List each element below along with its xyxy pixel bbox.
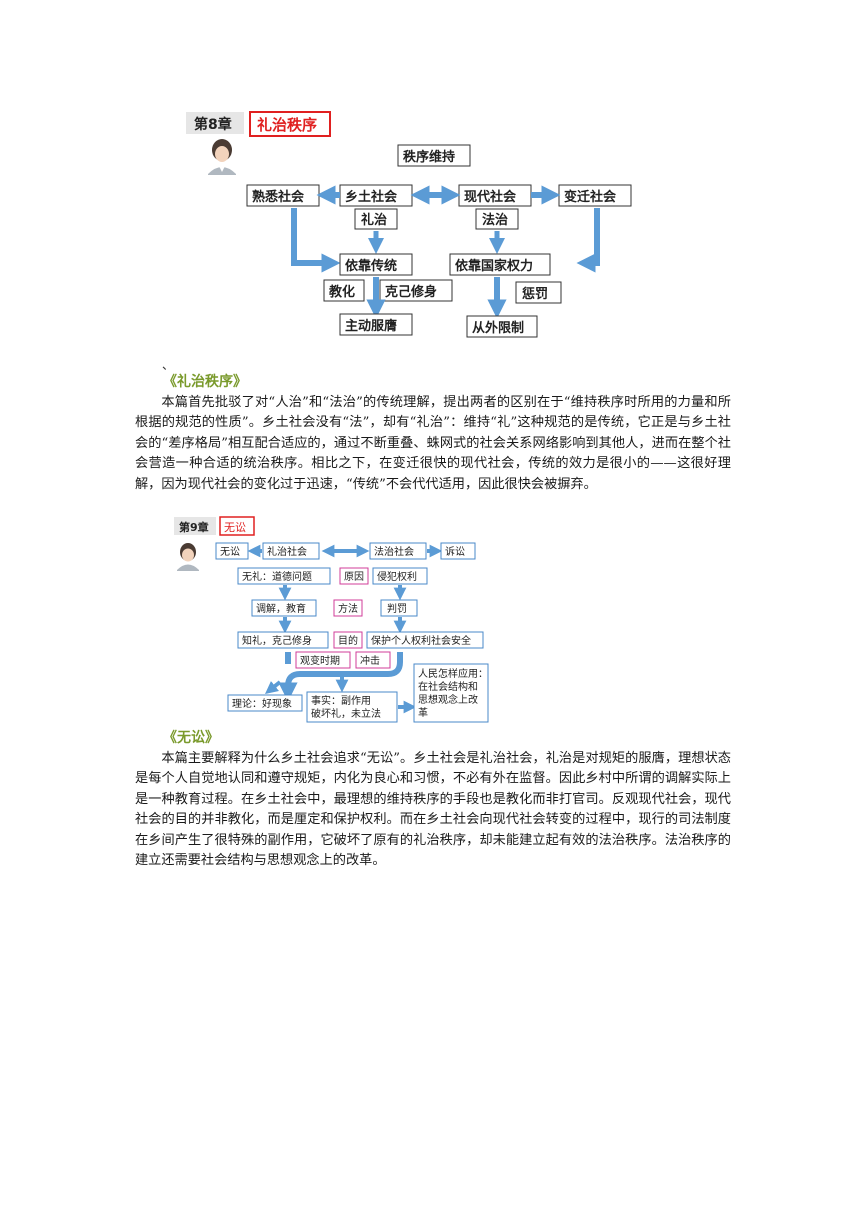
- svg-text:冲击: 冲击: [360, 654, 380, 667]
- svg-text:知礼，克己修身: 知礼，克己修身: [242, 634, 312, 647]
- svg-text:无讼: 无讼: [220, 546, 240, 558]
- label-purpose: 目的: [333, 631, 363, 649]
- node-sentence: 判罚: [380, 599, 418, 617]
- svg-text:理论：好现象: 理论：好现象: [232, 697, 292, 710]
- ch9-title-label: 无讼: [219, 516, 255, 536]
- node-self-cultivate: 克己修身: [379, 279, 453, 302]
- svg-text:观变时期: 观变时期: [300, 654, 340, 667]
- node-obey: 主动服膺: [339, 313, 413, 336]
- section9-body: 本篇主要解释为什么乡土社会追求“无讼”。乡土社会是礼治社会，礼治是对规矩的服膺，…: [135, 751, 731, 869]
- svg-text:在社会结构和: 在社会结构和: [418, 680, 478, 693]
- svg-text:礼治社会: 礼治社会: [267, 545, 307, 558]
- avatar-icon: [208, 139, 236, 175]
- node-fact: 事实：副作用 破坏礼，未立法: [306, 691, 398, 723]
- svg-text:法治: 法治: [482, 212, 508, 228]
- svg-text:判罚: 判罚: [387, 603, 407, 615]
- svg-text:侵犯权利: 侵犯权利: [377, 570, 417, 583]
- svg-text:礼治: 礼治: [361, 212, 387, 228]
- svg-text:现代社会: 现代社会: [464, 189, 517, 205]
- svg-text:无讼: 无讼: [224, 521, 246, 534]
- svg-text:依靠国家权力: 依靠国家权力: [455, 258, 533, 274]
- label-method: 方法: [333, 599, 363, 617]
- node-state-power: 依靠国家权力: [449, 253, 551, 276]
- node-infringe: 侵犯权利: [372, 567, 428, 585]
- arrow-to-theory: [265, 680, 282, 694]
- arrow-transition-curve: [278, 652, 403, 702]
- svg-text:变迁社会: 变迁社会: [564, 189, 617, 205]
- svg-text:礼治秩序: 礼治秩序: [257, 116, 317, 134]
- node-protect: 保护个人权利社会安全: [366, 631, 484, 649]
- node-theory: 理论：好现象: [227, 694, 303, 712]
- node-apply: 人民怎样应用： 在社会结构和 思想观念上改 革: [413, 663, 489, 723]
- node-rural-society: 乡土社会: [339, 184, 413, 207]
- svg-text:无礼：道德问题: 无礼：道德问题: [242, 570, 312, 583]
- node-li-society: 礼治社会: [262, 542, 320, 560]
- node-punish: 惩罚: [515, 281, 562, 304]
- node-know-li: 知礼，克己修身: [237, 631, 329, 649]
- svg-text:调解，教育: 调解，教育: [256, 602, 306, 615]
- svg-text:诉讼: 诉讼: [445, 545, 465, 558]
- svg-text:事实：副作用: 事实：副作用: [311, 694, 371, 707]
- svg-text:惩罚: 惩罚: [522, 286, 548, 302]
- ch8-diagram: 第8章 礼治秩序 秩序维持 熟悉社会 乡土社会 现代社会: [186, 111, 632, 338]
- svg-text:秩序维持: 秩序维持: [403, 149, 455, 165]
- svg-text:从外限制: 从外限制: [472, 320, 524, 336]
- avatar-icon: [177, 543, 199, 571]
- svg-text:破坏礼，未立法: 破坏礼，未立法: [311, 707, 381, 720]
- svg-text:第9章: 第9章: [179, 520, 209, 534]
- node-modern-society: 现代社会: [458, 184, 532, 207]
- svg-text:人民怎样应用：: 人民怎样应用：: [418, 667, 488, 680]
- svg-text:革: 革: [418, 706, 428, 719]
- svg-text:熟悉社会: 熟悉社会: [252, 189, 305, 205]
- node-law-rule: 法治: [475, 208, 519, 230]
- svg-text:主动服膺: 主动服膺: [345, 318, 397, 334]
- section9-title: 《无讼》: [163, 730, 219, 746]
- label-impact: 冲击: [355, 651, 391, 669]
- svg-text:原因: 原因: [344, 571, 364, 583]
- node-tradition: 依靠传统: [339, 253, 413, 276]
- node-no-li: 无礼：道德问题: [237, 567, 331, 585]
- arrow-changing-elbow: [576, 208, 600, 273]
- node-education: 教化: [323, 279, 365, 302]
- node-external: 从外限制: [466, 315, 538, 338]
- label-cause: 原因: [339, 567, 369, 585]
- svg-text:目的: 目的: [338, 634, 358, 647]
- svg-text:法治社会: 法治社会: [374, 545, 414, 558]
- section8-body: 本篇首先批驳了对“人治”和“法治”的传统理解，提出两者的区别在于“维持秩序时所用…: [135, 395, 731, 492]
- svg-text:克己修身: 克己修身: [385, 284, 437, 300]
- node-no-lawsuit: 无讼: [215, 542, 249, 560]
- node-li-rule: 礼治: [354, 208, 398, 230]
- svg-text:保护个人权利社会安全: 保护个人权利社会安全: [371, 634, 471, 647]
- svg-text:乡土社会: 乡土社会: [345, 189, 398, 205]
- svg-text:方法: 方法: [338, 602, 358, 615]
- punctuation-mark: 、: [162, 358, 175, 372]
- node-familiar-society: 熟悉社会: [246, 184, 320, 207]
- label-transition: 观变时期: [295, 651, 351, 669]
- section8-title: 《礼治秩序》: [163, 374, 247, 390]
- node-order-maintenance: 秩序维持: [397, 144, 471, 167]
- ch8-chapter-label: 第8章: [186, 112, 244, 134]
- svg-text:依靠传统: 依靠传统: [345, 258, 397, 274]
- svg-text:思想观念上改: 思想观念上改: [418, 693, 478, 706]
- node-changing-society: 变迁社会: [558, 184, 632, 207]
- svg-text:第8章: 第8章: [194, 116, 232, 133]
- node-lawsuit: 诉讼: [440, 542, 476, 560]
- svg-text:教化: 教化: [328, 284, 355, 300]
- node-mediate: 调解，教育: [251, 599, 317, 617]
- ch9-chapter-label: 第9章: [174, 517, 216, 535]
- ch8-title-label: 礼治秩序: [249, 111, 331, 137]
- arrow-familiar-elbow: [291, 208, 341, 273]
- ch9-diagram: 第9章 无讼 无讼 礼治社会 法治社会 诉讼: [174, 516, 489, 723]
- node-law-society: 法治社会: [369, 542, 427, 560]
